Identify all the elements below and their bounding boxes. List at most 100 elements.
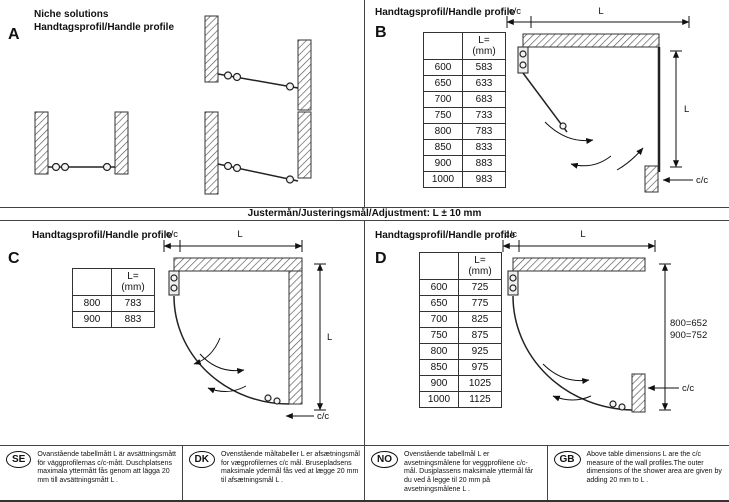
note-gb: GB Above table dimensions L are the c/c … (547, 446, 729, 500)
table-cell: 783 (112, 296, 155, 312)
table-cell: 750 (420, 328, 459, 344)
section-b: Handtagsprofil/Handle profile B L= (mm) … (365, 0, 729, 207)
section-a: Niche solutions Handtagsprofil/Handle pr… (0, 0, 364, 207)
section-c-title: Handtagsprofil/Handle profile (32, 229, 172, 242)
dim-label-cc-top: c/c (505, 229, 517, 240)
wall-profile (35, 112, 48, 174)
handle-knob (610, 401, 616, 407)
door-swing-arrows (545, 122, 643, 170)
language-badge-no: NO (371, 451, 398, 468)
right-dimension: L (314, 264, 332, 410)
table-cell: 800 (420, 344, 459, 360)
hinge-profile (169, 271, 179, 295)
table-cell: 850 (424, 140, 463, 156)
wall-profile-bottom (645, 166, 658, 192)
table-cell: 883 (112, 312, 155, 328)
note-se: SE Ovanstående tabellmått L är avsättnin… (0, 446, 182, 500)
adjustment-band: Justermån/Justeringsmål/Adjustment: L ± … (0, 207, 729, 221)
dim-label-l-right: L (684, 104, 689, 115)
bottom-cc-dimension: c/c (648, 383, 694, 394)
handle-knob (104, 164, 111, 171)
wall-profile-top (513, 258, 645, 271)
swing-door (523, 73, 567, 132)
handle-knob (619, 404, 625, 410)
section-c-letter: C (8, 250, 20, 268)
wall-profile (115, 112, 128, 174)
diagram-d-curved-corner: c/c L 800=652 900=752 c/c (493, 226, 728, 438)
table-header-l-line1: L= (127, 271, 138, 282)
table-header-blank (73, 269, 112, 296)
hinge-knob (234, 74, 241, 81)
table-cell: 1000 (424, 172, 463, 188)
diagram-c-quadrant: c/c L L c/c (152, 226, 357, 438)
door-swing-arrows (194, 338, 246, 392)
table-header-l-line1: L= (474, 255, 485, 266)
curved-door (513, 296, 632, 410)
right-dimension: L (670, 51, 689, 167)
hinge-profile (508, 271, 518, 295)
table-cell: 650 (424, 76, 463, 92)
dim-label-l-right: L (327, 332, 332, 343)
section-d: Handtagsprofil/Handle profile D L= (mm) … (365, 220, 729, 445)
dim-label-l-top: L (598, 6, 603, 17)
hinge-knob (225, 163, 232, 170)
table-header-l-line2: (mm) (121, 282, 144, 293)
table-cell: 900 (420, 376, 459, 392)
bottom-cc-dimension: c/c (663, 175, 708, 186)
dim-label-cc-right: c/c (317, 411, 329, 422)
door-swing-arrows (543, 364, 591, 400)
top-dimension: c/c L (503, 229, 655, 252)
dim-label-cc-right: c/c (696, 175, 708, 186)
diagram-b-corner-entry: c/c L L c/c (493, 4, 725, 206)
curved-door (174, 296, 289, 404)
note-text-no: Ovenstående tabellmål L er avsetningsmål… (404, 451, 543, 495)
note-text-dk: Ovenstående måltabeller L er afsætningsm… (221, 451, 360, 486)
section-d-letter: D (375, 250, 387, 268)
table-cell: 700 (424, 92, 463, 108)
dim-label-cc-right: c/c (682, 383, 694, 394)
handle-knob (265, 395, 271, 401)
handle-knob (274, 398, 280, 404)
hinge-profile (518, 47, 528, 73)
bottom-cc-dimension: c/c (286, 411, 329, 422)
table-header-row: L= (mm) (73, 269, 155, 296)
hinge-knob (53, 164, 60, 171)
note-no: NO Ovenstående tabellmål L er avsetnings… (364, 446, 547, 500)
niche-diagram-bottom-right (205, 112, 311, 194)
table-cell: 1000 (420, 392, 459, 408)
footer-language-notes: SE Ovanstående tabellmått L är avsättnin… (0, 445, 729, 500)
language-badge-dk: DK (189, 451, 215, 468)
note-text-se: Ovanstående tabellmått L är avsättningsm… (37, 451, 177, 486)
table-header-l-line2: (mm) (468, 266, 491, 277)
dim-annotation-line1: 800=652 (670, 318, 707, 329)
niche-diagram-bottom-left (35, 112, 128, 174)
wall-profile-right (289, 271, 302, 404)
table-cell: 800 (73, 296, 112, 312)
table-header-row: L= (mm) (420, 253, 502, 280)
table-cell: 650 (420, 296, 459, 312)
table-header-l: L= (mm) (112, 269, 155, 296)
hinge-knob (225, 72, 232, 79)
table-cell: 900 (73, 312, 112, 328)
dim-label-cc-top: c/c (166, 229, 178, 240)
dim-label-l-top: L (237, 229, 242, 240)
wall-profile-bottom-right (632, 374, 645, 412)
language-badge-se: SE (6, 451, 31, 468)
wall-profile (205, 16, 218, 82)
dim-annotation-line2: 900=752 (670, 330, 707, 341)
dim-label-l-top: L (580, 229, 585, 240)
wall-profile-top (523, 34, 659, 47)
table-cell: 750 (424, 108, 463, 124)
wall-profile (298, 40, 311, 110)
